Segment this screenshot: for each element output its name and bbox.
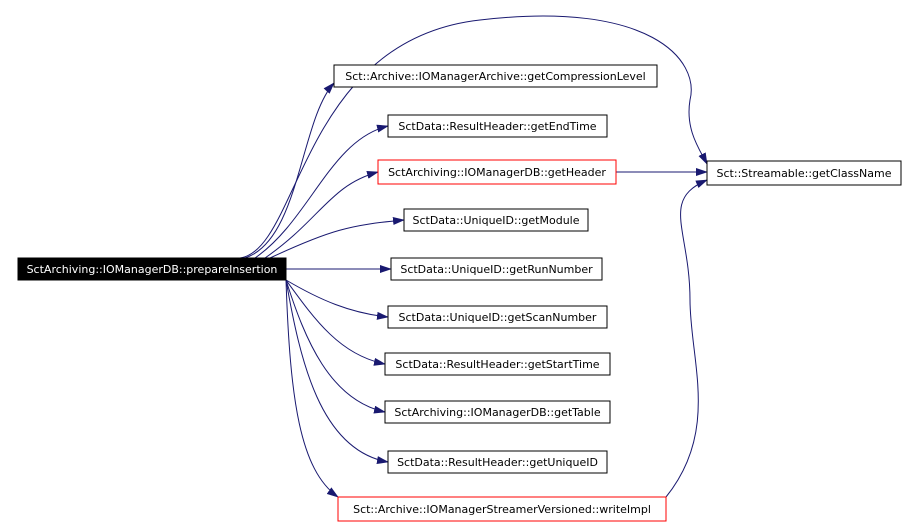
edge-root-to-n4 <box>269 217 405 259</box>
edge-root-to-n6 <box>285 279 389 320</box>
node-box <box>337 496 667 522</box>
edge-root-to-n9 <box>285 279 389 465</box>
edge-root-to-n10 <box>285 279 339 498</box>
node-label: SctArchiving::IOManagerDB::prepareInsert… <box>27 263 278 276</box>
edge-root-to-n2 <box>254 124 389 259</box>
node-label: SctData::UniqueID::getRunNumber <box>400 263 593 276</box>
edge-root-to-n3 <box>264 171 379 259</box>
node-root[interactable]: SctArchiving::IOManagerDB::prepareInsert… <box>17 257 287 281</box>
node-box <box>387 114 608 138</box>
node-label: SctData::UniqueID::getModule <box>412 214 579 227</box>
node-cls[interactable]: Sct::Streamable::getClassName <box>706 160 902 186</box>
node-label: Sct::Streamable::getClassName <box>717 167 892 180</box>
node-box <box>384 352 611 376</box>
node-n5[interactable]: SctData::UniqueID::getRunNumber <box>390 257 603 281</box>
node-label: Sct::Archive::IOManagerArchive::getCompr… <box>345 70 646 83</box>
edge-root-to-n7 <box>285 279 386 366</box>
edge-root-to-n1 <box>244 82 335 259</box>
edges-layer <box>239 15 708 498</box>
node-label: Sct::Archive::IOManagerStreamerVersioned… <box>353 503 651 516</box>
node-n3[interactable]: SctArchiving::IOManagerDB::getHeader <box>377 159 617 185</box>
node-n9[interactable]: SctData::ResultHeader::getUniqueID <box>387 450 608 474</box>
node-box <box>387 305 608 329</box>
nodes-layer: SctArchiving::IOManagerDB::prepareInsert… <box>17 64 902 522</box>
node-n8[interactable]: SctArchiving::IOManagerDB::getTable <box>384 400 611 424</box>
node-n10[interactable]: Sct::Archive::IOManagerStreamerVersioned… <box>337 496 667 522</box>
node-box <box>387 450 608 474</box>
node-label: SctData::ResultHeader::getStartTime <box>395 358 599 371</box>
node-n7[interactable]: SctData::ResultHeader::getStartTime <box>384 352 611 376</box>
node-n4[interactable]: SctData::UniqueID::getModule <box>403 208 589 232</box>
node-box <box>390 257 603 281</box>
edge-root-to-n8 <box>285 279 386 414</box>
node-label: SctData::UniqueID::getScanNumber <box>399 311 597 324</box>
node-label: SctData::ResultHeader::getUniqueID <box>397 456 598 469</box>
node-label: SctArchiving::IOManagerDB::getTable <box>394 406 600 419</box>
node-box <box>17 257 287 281</box>
edge-n10-to-cls <box>665 179 708 498</box>
node-n2[interactable]: SctData::ResultHeader::getEndTime <box>387 114 608 138</box>
node-label: SctData::ResultHeader::getEndTime <box>398 120 596 133</box>
node-box <box>403 208 589 232</box>
node-box <box>377 159 617 185</box>
node-label: SctArchiving::IOManagerDB::getHeader <box>388 166 606 179</box>
node-box <box>384 400 611 424</box>
node-n6[interactable]: SctData::UniqueID::getScanNumber <box>387 305 608 329</box>
node-n1[interactable]: Sct::Archive::IOManagerArchive::getCompr… <box>333 64 658 88</box>
node-box <box>333 64 658 88</box>
node-box <box>706 160 902 186</box>
edge-root-to-cls <box>239 15 708 259</box>
